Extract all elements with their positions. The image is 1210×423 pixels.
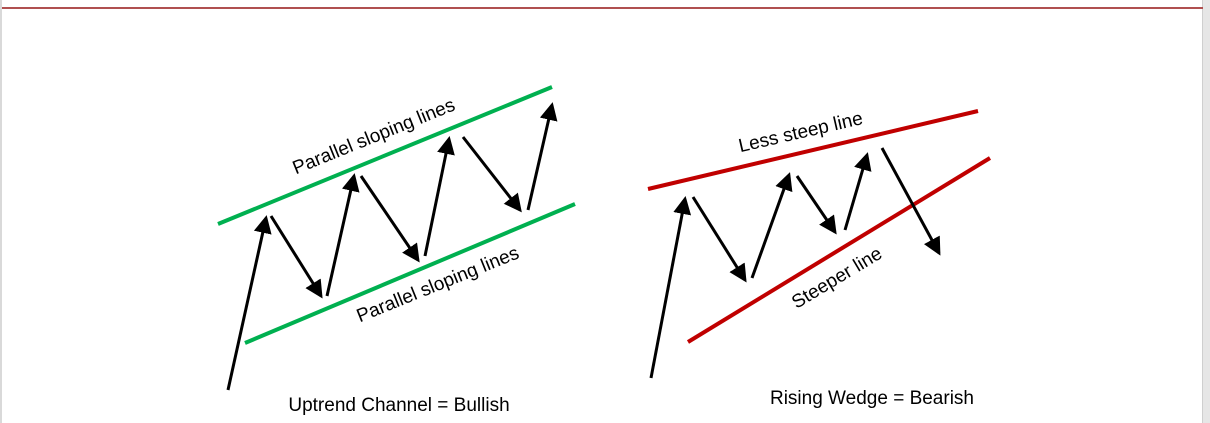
rising-wedge: Less steep line Steeper line Rising Wedg…: [647, 108, 992, 409]
arrow-down: [795, 175, 837, 235]
arrow-down: [359, 175, 420, 263]
header-rule: [2, 7, 1203, 9]
arrow-up: [649, 196, 692, 379]
arrow-down: [691, 196, 747, 283]
arrow-down: [880, 147, 941, 256]
arrow-down: [269, 215, 323, 299]
arrow-down: [461, 136, 522, 213]
arrow-up: [750, 172, 793, 279]
channel-lower-line: [244, 202, 576, 345]
wedge-upper-line: [647, 109, 979, 191]
wedge-top-label: Less steep line: [737, 108, 865, 157]
scrollbar[interactable]: [1202, 0, 1210, 423]
wedge-caption: Rising Wedge = Bearish: [770, 388, 974, 409]
arrow-up: [526, 102, 558, 211]
arrow-up: [325, 173, 360, 297]
left-border: [0, 0, 2, 423]
arrow-up: [423, 136, 455, 257]
channel-caption: Uptrend Channel = Bullish: [288, 395, 509, 416]
wedge-lower-line: [686, 156, 992, 344]
uptrend-channel: Parallel sloping lines Parallel sloping …: [217, 85, 576, 416]
arrow-up: [843, 152, 872, 231]
wedge-bottom-label: Steeper line: [788, 243, 886, 313]
channel-upper-line: [217, 85, 553, 226]
arrow-up: [226, 215, 272, 391]
